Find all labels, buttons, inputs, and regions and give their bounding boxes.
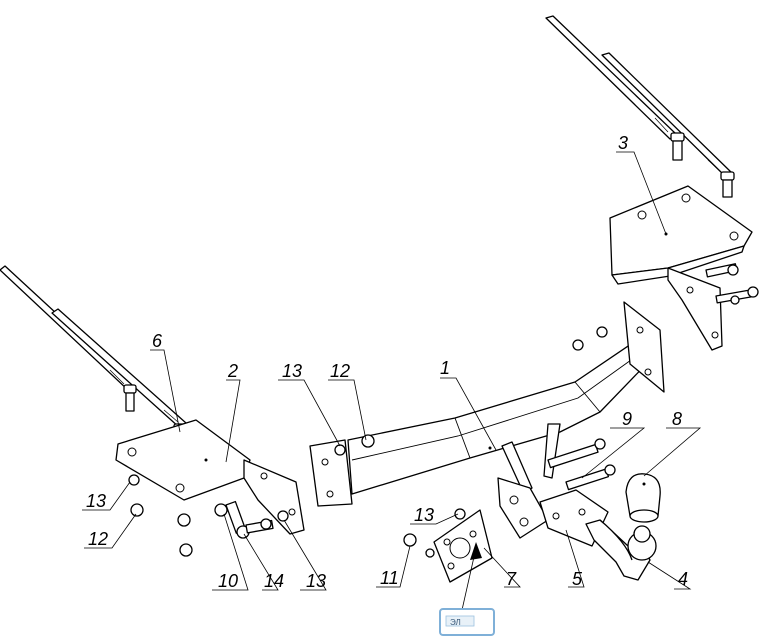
socket-plate [403,508,493,583]
callout-4: 4 [678,569,688,589]
left-bracket [115,419,305,535]
left-bracket-hardware [128,474,289,557]
callout-13-top: 13 [282,361,302,381]
strip-bolt-right-1 [670,132,685,161]
hitch-body [497,438,616,547]
right-mounting-strips [545,15,735,198]
callout-1: 1 [440,358,450,378]
leader-lines [82,151,702,611]
left-mounting-strips [0,265,188,452]
right-bracket-bolts [572,263,759,351]
callout-8: 8 [672,409,682,429]
strip-bolt-left-1 [123,384,137,412]
main-crossbar [309,301,665,507]
callout-2: 2 [227,361,238,381]
ball-neck [585,519,657,581]
callout-13-plate: 13 [414,505,434,525]
callout-10: 10 [218,571,238,591]
inset-label: ЭЛ [450,618,461,627]
callout-11: 11 [380,568,399,588]
callout-12-left: 12 [88,529,108,549]
callout-13-left: 13 [86,491,106,511]
bolt-10 [214,500,247,534]
callout-13-bottom: 13 [306,571,326,591]
callout-5: 5 [572,569,583,589]
callout-6: 6 [152,331,163,351]
ball-cap [625,473,661,523]
callout-14: 14 [264,571,284,591]
callout-labels: 1 2 3 4 5 6 7 8 9 10 11 12 12 12 13 13 1… [86,133,688,591]
callout-12-top: 12 [330,361,350,381]
callout-9: 9 [622,409,632,429]
callout-3: 3 [618,133,628,153]
electrics-inset: ЭЛ [439,608,495,636]
crossbar-nuts [334,434,375,456]
right-bracket [609,185,753,351]
strip-bolt-right-2 [720,171,735,198]
callout-7: 7 [506,569,517,589]
